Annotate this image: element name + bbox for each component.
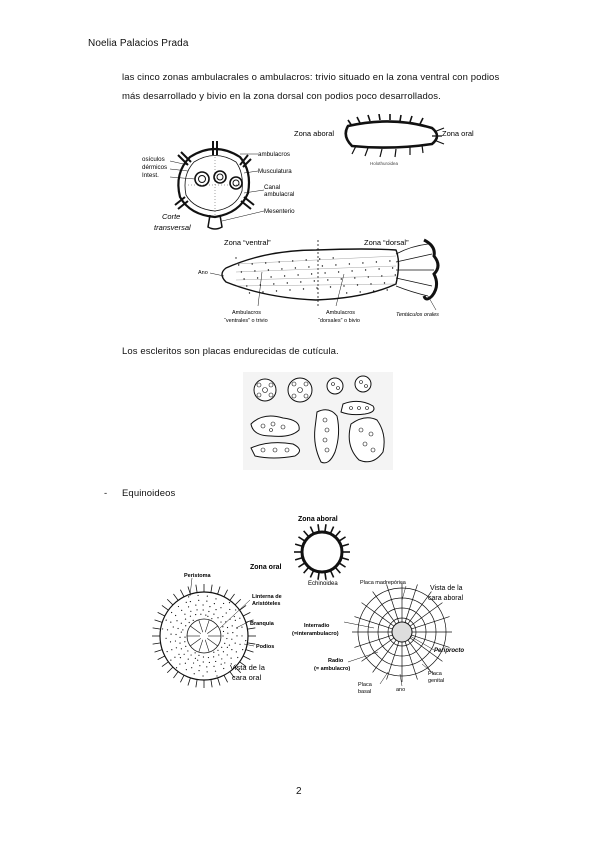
paragraph-line: las cinco zonas ambulacrales o ambulacro…	[122, 72, 500, 83]
label-vista-aboral-1: Vista de la	[430, 585, 463, 592]
label-radio-2: (= ambulacro)	[314, 666, 350, 672]
label-zona-aboral: Zona aboral	[294, 129, 334, 138]
label-dermicos: dérmicos	[142, 164, 167, 171]
oral-view-drawing	[152, 577, 256, 688]
label-ambulacros-ventrales-2: “ventrales” o trivio	[224, 318, 268, 324]
caption-holothuroidea: Holothuroidea	[370, 161, 399, 166]
label-placa-basal-2: basal	[358, 689, 371, 694]
list-item-equinoideos: Equinoideos	[122, 488, 176, 499]
label-canal: Canal	[264, 184, 280, 191]
label-zona-oral: Zona oral	[442, 129, 474, 138]
sclerites-holes	[256, 380, 376, 453]
label-ambulacros-dorsales-2: “dorsales” o bivio	[318, 318, 360, 324]
label-tentaculos-orales: Tentáculos orales	[396, 312, 439, 318]
holothurian-body-drawing	[209, 238, 440, 311]
page-number: 2	[296, 786, 302, 797]
label-placa-genital-2: genital	[428, 678, 444, 684]
label-musculatura: Musculatura	[258, 168, 292, 175]
label-periprocto: Periprocto	[434, 648, 464, 654]
label-intest: Intest.	[142, 172, 159, 179]
label-interradio-2: (=interambulacro)	[292, 631, 339, 637]
label-osiculos: osículos	[142, 156, 165, 163]
label-vista-oral-2: cara oral	[232, 673, 262, 682]
label-ambulacral: ambulacral	[264, 191, 294, 198]
label-placa-madreporica: Placa madrepórica	[360, 580, 407, 586]
label-vista-oral-1: Vista de la	[230, 663, 266, 672]
label-ambulacros-ventrales-1: Ambulacros	[232, 310, 261, 316]
list-bullet: -	[104, 488, 108, 499]
figure-echinoidea: Zona aboral Zona oral Echinoidea	[250, 516, 350, 587]
label-radio-1: Radio	[328, 658, 344, 664]
holothurian-tube-feet	[235, 257, 396, 294]
label-interradio-1: Interradio	[304, 623, 330, 629]
label-ano: Ano	[198, 270, 208, 276]
sclerites-drawing	[250, 375, 385, 464]
cross-section-drawing	[169, 141, 265, 230]
label-echi-zona-aboral: Zona aboral	[298, 516, 338, 523]
echinoidea-drawing	[294, 524, 350, 580]
paragraph-escleritos: Los escleritos son placas endurecidas de…	[122, 346, 339, 357]
label-vista-aboral-2: cara aboral	[428, 595, 463, 602]
paragraph-line: más desarrollado y bivio en la zona dors…	[122, 91, 441, 102]
label-peristoma: Peristoma	[184, 573, 212, 579]
label-transversal: transversal	[154, 223, 191, 232]
figure-vista-oral: Peristoma Linterna de Aristóteles Branqu…	[152, 573, 282, 688]
label-corte: Corte	[162, 212, 180, 221]
label-placa-genital-1: Placa	[428, 671, 443, 677]
header-author: Noelia Palacios Prada	[88, 38, 189, 49]
figure-cross-section: osículos dérmicos Intest. ambulacros Mus…	[142, 141, 295, 232]
figure-vista-aboral: Placa madrepórica Vista de la cara abora…	[292, 580, 464, 694]
caption-echinoidea: Echinoidea	[308, 581, 338, 587]
label-linterna-1: Linterna de	[252, 594, 282, 600]
aboral-view-drawing	[343, 582, 452, 687]
label-zona-dorsal: Zona “dorsal”	[364, 238, 409, 247]
figure-holothuroidea: Zona aboral Zona oral Holothuroidea	[294, 114, 474, 166]
label-ambulacros-dorsales-1: Ambulacros	[326, 310, 355, 316]
label-ano-aboral: ano	[396, 687, 405, 693]
holothuroidea-drawing	[344, 114, 445, 158]
label-placa-basal-1: Placa	[358, 682, 373, 688]
label-podios: Podios	[256, 644, 274, 650]
label-linterna-2: Aristóteles	[252, 601, 280, 607]
label-branquia: Branquia	[250, 621, 275, 627]
label-ambulacros: ambulacros	[258, 151, 290, 158]
label-zona-ventral: Zona “ventral”	[224, 238, 271, 247]
label-mesenterio: Mesenterio	[264, 208, 295, 215]
label-echi-zona-oral: Zona oral	[250, 564, 282, 571]
figure-holothurian-zones: Zona “ventral” Zona “dorsal” Ano Ambulac…	[198, 238, 440, 324]
figure-escleritos	[243, 372, 393, 470]
